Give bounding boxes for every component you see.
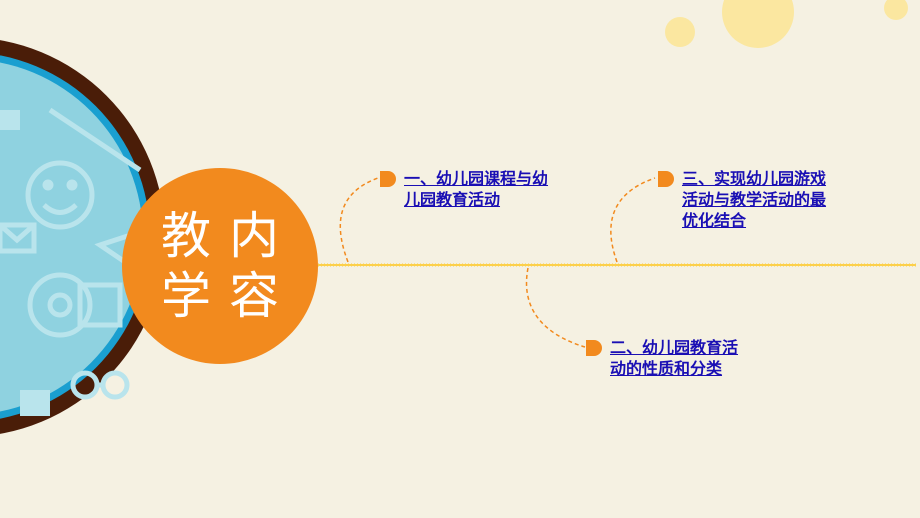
envelope-icon bbox=[0, 222, 37, 254]
decor-dot-corner bbox=[884, 0, 908, 20]
toc-link-3-line: 活动与教学活动的最 bbox=[682, 190, 827, 209]
lens-square-decor bbox=[0, 110, 20, 130]
decor-dot-large bbox=[722, 0, 794, 48]
toc-item-3: 三、实现幼儿园游戏 活动与教学活动的最 优化结合 bbox=[658, 168, 826, 231]
title-char: 学 bbox=[161, 267, 211, 325]
half-circle-marker-icon bbox=[380, 171, 396, 187]
toc-link-2-line: 动的性质和分类 bbox=[610, 359, 723, 378]
title-char: 教 bbox=[161, 207, 211, 265]
toc-link-2-line: 二、幼儿园教育活 bbox=[610, 338, 739, 357]
toc-link-1[interactable]: 一、幼儿园课程与幼 儿园教育活动 bbox=[404, 168, 548, 210]
toc-link-3[interactable]: 三、实现幼儿园游戏 活动与教学活动的最 优化结合 bbox=[682, 168, 826, 231]
lens-rect-decor bbox=[20, 390, 50, 416]
smiley-icon bbox=[25, 160, 95, 230]
connector-item-1 bbox=[339, 177, 379, 263]
decor-dots bbox=[665, 0, 908, 48]
timeline bbox=[318, 177, 916, 348]
toc-link-2[interactable]: 二、幼儿园教育活 动的性质和分类 bbox=[610, 337, 738, 379]
connector-item-2 bbox=[525, 267, 586, 348]
connector-item-3 bbox=[610, 177, 656, 263]
decor-dot-small bbox=[665, 17, 695, 47]
title-char: 容 bbox=[229, 267, 279, 325]
toc-link-1-line: 一、幼儿园课程与幼 bbox=[404, 169, 549, 188]
cd-icon bbox=[27, 272, 93, 338]
lens-frame-decor bbox=[77, 282, 123, 328]
magnifier-lens bbox=[0, 40, 165, 434]
glasses-icon bbox=[70, 370, 130, 400]
toc-item-2: 二、幼儿园教育活 动的性质和分类 bbox=[586, 337, 738, 379]
toc-link-3-line: 三、实现幼儿园游戏 bbox=[682, 169, 827, 188]
toc-link-3-line: 优化结合 bbox=[682, 211, 747, 230]
ruler-icon bbox=[48, 107, 142, 173]
page-title: 教 内 学 容 bbox=[152, 206, 288, 326]
half-circle-marker-icon bbox=[658, 171, 674, 187]
title-char: 内 bbox=[229, 207, 279, 265]
half-circle-marker-icon bbox=[586, 340, 602, 356]
title-badge: 教 内 学 容 bbox=[122, 168, 318, 364]
toc-item-1: 一、幼儿园课程与幼 儿园教育活动 bbox=[380, 168, 548, 210]
toc-link-1-line: 儿园教育活动 bbox=[404, 190, 501, 209]
